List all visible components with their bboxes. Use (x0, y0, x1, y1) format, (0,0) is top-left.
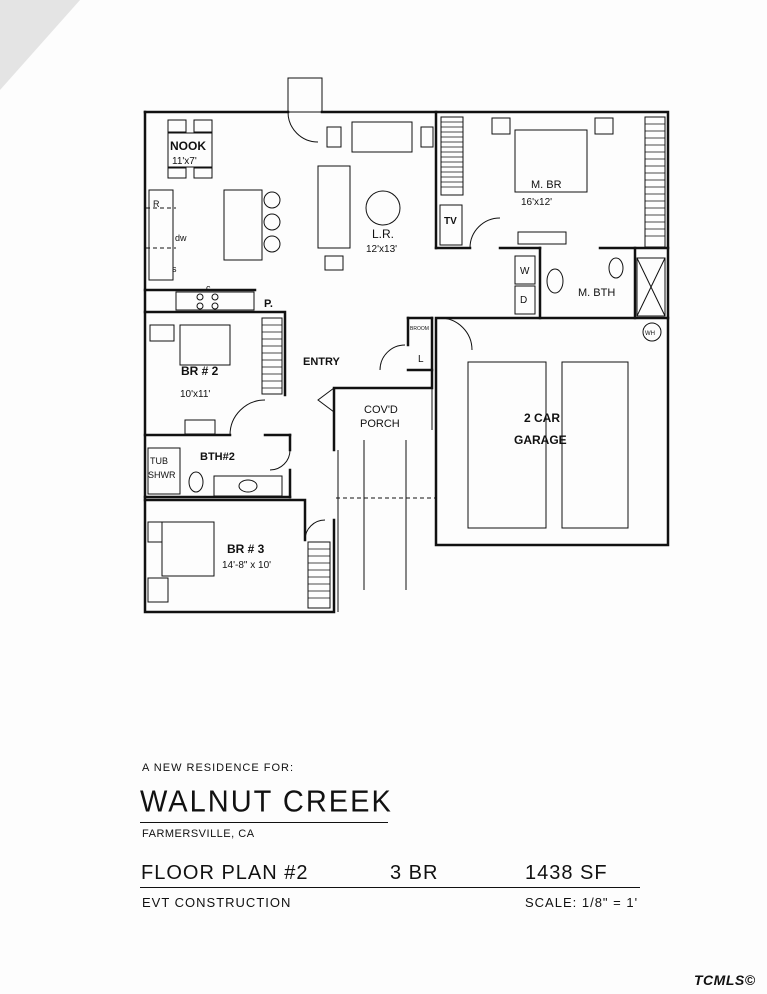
room-name-master-bath: M. BTH (578, 287, 615, 299)
title-rule-top (140, 822, 388, 823)
room-name-bedroom2: BR # 2 (181, 364, 219, 378)
room-size-master-bedroom: 16'x12' (521, 197, 552, 208)
title-block-subtitle: A NEW RESIDENCE FOR: (142, 762, 295, 774)
fixture-label-pantry: P. (264, 298, 273, 310)
builder-name: EVT CONSTRUCTION (142, 895, 292, 910)
room-name-porch-1: COV'D (364, 404, 398, 416)
room-size-bedroom3: 14'-8" x 10' (222, 560, 271, 571)
fixture-label-sink: s (172, 264, 177, 274)
room-size-living: 12'x13' (366, 244, 397, 255)
room-name-entry: ENTRY (303, 356, 341, 368)
fixture-label-linen: L (418, 354, 424, 365)
bedroom-count: 3 BR (390, 862, 439, 884)
project-location: FARMERSVILLE, CA (142, 828, 255, 840)
fixture-label-range: c (206, 283, 211, 293)
fixture-label-tv: TV (444, 216, 457, 227)
fixture-label-refrigerator: R (153, 199, 160, 209)
walls (143, 110, 670, 614)
fixture-label-broom: BROOM (410, 326, 429, 332)
fixture-label-washer: W (520, 266, 530, 277)
closet-hatching (262, 121, 665, 599)
room-size-bedroom2: 10'x11' (180, 389, 210, 400)
room-name-master-bedroom: M. BR (531, 179, 562, 191)
room-size-nook: 11'x7' (172, 156, 197, 167)
fixture-label-tub: TUB (150, 456, 168, 466)
room-name-garage-2: GARAGE (514, 433, 567, 447)
title-rule-bottom (140, 887, 640, 888)
room-labels: NOOK 11'x7' L.R. 12'x13' M. BR 16'x12' M… (148, 139, 655, 571)
drawing-scale: SCALE: 1/8" = 1' (525, 895, 639, 910)
square-footage: 1438 SF (525, 862, 608, 884)
fixtures (146, 77, 666, 612)
fixture-label-water-heater: WH (645, 331, 655, 337)
room-name-garage-1: 2 CAR (524, 411, 560, 425)
plan-label: FLOOR PLAN #2 (141, 862, 309, 884)
fixture-label-dryer: D (520, 295, 527, 306)
room-name-bedroom3: BR # 3 (227, 542, 265, 556)
room-name-living: L.R. (372, 227, 394, 241)
fixture-label-shower: SHWR (148, 470, 176, 480)
room-name-porch-2: PORCH (360, 418, 400, 430)
page-fold (0, 0, 80, 90)
mls-watermark: TCMLS© (694, 972, 756, 988)
room-name-bath2: BTH#2 (200, 451, 235, 463)
room-name-nook: NOOK (170, 139, 206, 153)
fixture-label-dishwasher: dw (175, 233, 187, 243)
project-name: WALNUT CREEK (140, 785, 393, 819)
